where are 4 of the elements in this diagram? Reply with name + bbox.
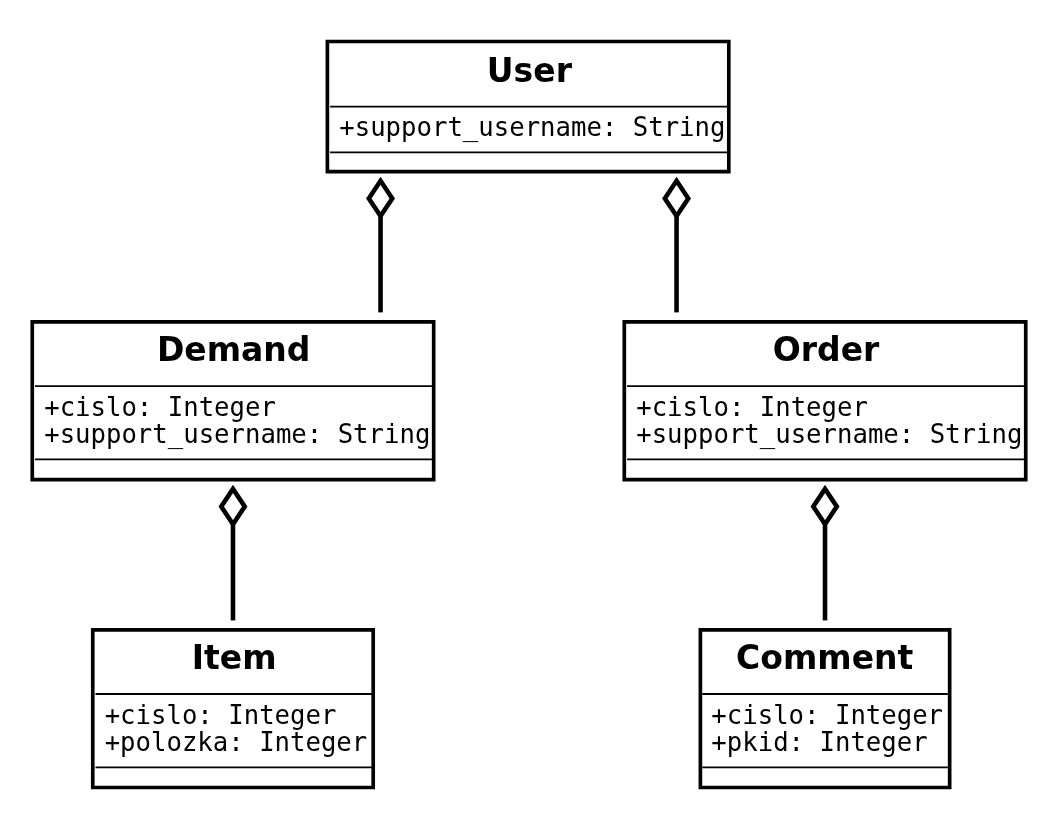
connector bbox=[810, 484, 840, 620]
connector bbox=[218, 484, 248, 620]
connector bbox=[662, 176, 692, 312]
connector bbox=[366, 176, 395, 312]
